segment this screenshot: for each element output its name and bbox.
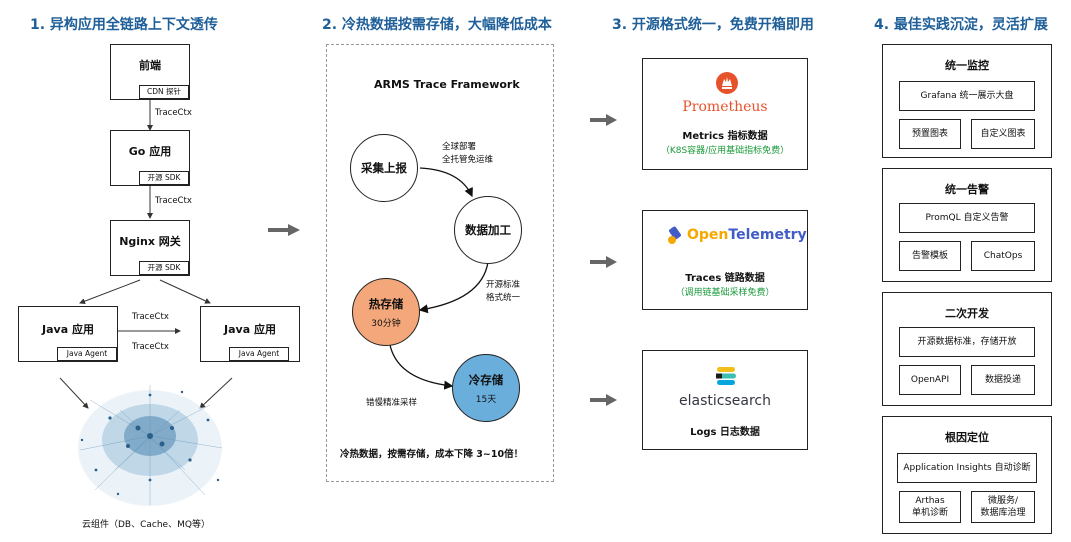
- column-title-1: 1. 异构应用全链路上下文透传: [30, 17, 218, 33]
- cold-storage-node: 冷存储 15天: [452, 354, 520, 422]
- arrow-right-icon: [590, 256, 617, 268]
- note-fully-managed: 全托管免运维: [442, 155, 494, 165]
- collect-report-node: 采集上报: [350, 134, 418, 202]
- tracectx-label-1: TraceCtx: [155, 108, 192, 118]
- arrow-right-icon: [590, 114, 617, 126]
- data-delivery-item: 数据投递: [971, 365, 1035, 395]
- cold-duration: 15天: [475, 394, 497, 405]
- arrow-right-icon: [268, 224, 300, 236]
- elasticsearch-wordmark: elasticsearch: [679, 393, 771, 409]
- elasticsearch-logo-icon: [716, 367, 736, 385]
- opentelemetry-logo-icon: [668, 226, 681, 244]
- go-app-title: Go 应用: [128, 145, 172, 158]
- arthas-diagnosis-item: Arthas 单机诊断: [899, 491, 961, 523]
- secondary-dev-card: 二次开发 开源数据标准，存储开放 OpenAPI 数据投递: [882, 292, 1052, 406]
- cdn-probe-tag: CDN 探针: [139, 85, 189, 99]
- process-label: 数据加工: [465, 223, 511, 237]
- root-cause-title: 根因定位: [945, 431, 989, 444]
- column-title-3: 3. 开源格式统一，免费开箱即用: [612, 17, 814, 33]
- framework-title: ARMS Trace Framework: [374, 78, 520, 91]
- collect-label: 采集上报: [361, 161, 407, 175]
- arms-framework-panel: [326, 44, 554, 482]
- promql-alert-item: PromQL 自定义告警: [899, 203, 1035, 233]
- otel-open: Open: [687, 227, 729, 243]
- tracectx-label-2: TraceCtx: [155, 196, 192, 206]
- nginx-gateway-node: Nginx 网关 开源 SDK: [110, 220, 190, 276]
- alert-template-item: 告警模板: [899, 241, 961, 271]
- metrics-sub: （K8S容器/应用基础指标免费）: [660, 146, 790, 156]
- cloud-network-graphic: [78, 385, 223, 506]
- elasticsearch-card: elasticsearch Logs 日志数据: [642, 350, 808, 450]
- opentelemetry-card: OpenTelemetry Traces 链路数据 （调用链基础采样免费）: [642, 210, 808, 310]
- openapi-item: OpenAPI: [899, 365, 961, 395]
- secondary-dev-title: 二次开发: [945, 307, 989, 320]
- preset-charts-item: 预置图表: [899, 119, 961, 149]
- column-title-4: 4. 最佳实践沉淀，灵活扩展: [874, 17, 1048, 33]
- monitoring-title: 统一监控: [945, 59, 989, 72]
- nginx-title: Nginx 网关: [119, 235, 181, 248]
- tracectx-label-3: TraceCtx: [132, 312, 169, 322]
- unified-alerting-card: 统一告警 PromQL 自定义告警 告警模板 ChatOps: [882, 168, 1052, 282]
- microservice-governance-item: 微服务/ 数据库治理: [971, 491, 1035, 523]
- frontend-node: 前端 CDN 探针: [110, 44, 190, 100]
- go-sdk-tag: 开源 SDK: [139, 171, 189, 185]
- otel-telemetry: Telemetry: [728, 227, 807, 243]
- alerting-title: 统一告警: [945, 183, 989, 196]
- note-precise-sampling: 错慢精准采样: [366, 398, 418, 408]
- root-cause-card: 根因定位 Application Insights 自动诊断 Arthas 单机…: [882, 416, 1052, 534]
- cloud-components-label: 云组件（DB、Cache、MQ等）: [82, 520, 210, 530]
- java-agent-right-tag: Java Agent: [229, 347, 289, 361]
- metrics-title: Metrics 指标数据: [682, 131, 768, 142]
- java-left-title: Java 应用: [42, 323, 94, 336]
- hot-duration: 30分钟: [371, 318, 401, 329]
- cold-label: 冷存储: [468, 372, 504, 387]
- java-agent-left-tag: Java Agent: [57, 347, 117, 361]
- logs-title: Logs 日志数据: [690, 427, 760, 438]
- arrow-right-icon: [590, 394, 617, 406]
- java-app-left-node: Java 应用 Java Agent: [18, 306, 118, 362]
- traces-title: Traces 链路数据: [685, 273, 765, 284]
- java-app-right-node: Java 应用 Java Agent: [200, 306, 300, 362]
- prometheus-logo-icon: [716, 72, 738, 94]
- note-unified-format: 格式统一: [486, 293, 521, 303]
- go-app-node: Go 应用 开源 SDK: [110, 130, 190, 186]
- nginx-sdk-tag: 开源 SDK: [139, 261, 189, 275]
- app-insights-item: Application Insights 自动诊断: [897, 453, 1037, 483]
- custom-charts-item: 自定义图表: [971, 119, 1035, 149]
- note-open-standard: 开源标准: [486, 280, 521, 290]
- note-global-deploy: 全球部署: [442, 142, 477, 152]
- unified-monitoring-card: 统一监控 Grafana 统一展示大盘 预置图表 自定义图表: [882, 44, 1052, 158]
- open-data-standard-item: 开源数据标准，存储开放: [899, 327, 1035, 357]
- opentelemetry-wordmark: OpenTelemetry: [687, 227, 807, 243]
- hot-storage-node: 热存储 30分钟: [352, 278, 420, 346]
- chatops-item: ChatOps: [971, 241, 1035, 271]
- data-processing-node: 数据加工: [454, 196, 522, 264]
- column-title-2: 2. 冷热数据按需存储，大幅降低成本: [322, 17, 552, 33]
- tracectx-label-4: TraceCtx: [132, 342, 169, 352]
- java-right-title: Java 应用: [224, 323, 276, 336]
- frontend-title: 前端: [139, 59, 161, 72]
- prometheus-card: Prometheus Metrics 指标数据 （K8S容器/应用基础指标免费）: [642, 58, 808, 170]
- framework-footer: 冷热数据，按需存储，成本下降 3~10倍！: [340, 449, 524, 460]
- hot-label: 热存储: [368, 296, 404, 311]
- grafana-dashboard-item: Grafana 统一展示大盘: [899, 81, 1035, 111]
- prometheus-wordmark: Prometheus: [682, 99, 768, 115]
- traces-sub: （调用链基础采样免费）: [675, 288, 775, 298]
